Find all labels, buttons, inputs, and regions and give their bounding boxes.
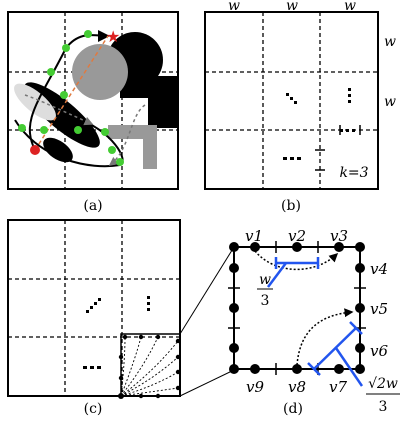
panel-c: (c) [7, 219, 181, 417]
vertex-label-v1: v1 [245, 227, 263, 245]
vertex-label-v4: v4 [370, 260, 388, 278]
fraction-sqrt2w-numerator: √2w [368, 376, 398, 392]
vertex-label-v8: v8 [288, 378, 306, 396]
panel-b-frame [204, 11, 379, 190]
fraction-sqrt2w-denominator: 3 [379, 399, 388, 415]
goal-star-icon: ★ [106, 27, 120, 46]
subdivision-marks [283, 88, 355, 160]
fraction-w-denominator: 3 [261, 293, 270, 309]
edge-ticks [228, 241, 366, 375]
boundary-ticks [315, 125, 361, 171]
k-label: k=3 [339, 165, 368, 181]
vertex-label-v2: v2 [288, 227, 306, 245]
panel-d-frame [233, 246, 361, 370]
caption-b: (b) [281, 198, 301, 214]
vertex-label-v9: v9 [246, 378, 264, 396]
zoom-connector-top [179, 246, 235, 335]
arc-v8-v5 [296, 308, 354, 366]
fraction-w-numerator: w [259, 272, 271, 288]
panel-b: w w w w w k=3 (b) [204, 0, 396, 214]
panel-d: v1 v2 v3 v4 v5 v6 v7 v8 v9 w 3 √2w 3 (d) [228, 227, 400, 417]
vertex-label-v3: v3 [330, 227, 348, 245]
caption-a: (a) [83, 198, 102, 214]
arc-v1-v3 [254, 250, 339, 271]
trajectory-path [28, 29, 110, 151]
w-label-top-3: w [344, 0, 356, 14]
w-label-top-2: w [286, 0, 298, 14]
w-label-right-1: w [384, 34, 396, 50]
gray-dashed-path [108, 104, 146, 166]
w-label-right-2: w [384, 94, 396, 110]
caption-c: (c) [84, 401, 103, 417]
panel-a: ★ (a) [7, 11, 179, 214]
panel-c-marks [83, 296, 150, 369]
panel-c-grid [8, 220, 180, 396]
vertex-dots [229, 242, 365, 374]
caption-d: (d) [283, 401, 303, 417]
zoom-connector-bottom [179, 369, 235, 397]
panel-c-frame [7, 219, 181, 397]
w-label-top-1: w [228, 0, 240, 14]
blue-dimensions [267, 257, 364, 387]
start-point [30, 145, 40, 155]
zoom-cell-fan [118, 334, 181, 399]
zoom-cell [120, 333, 181, 397]
vertex-label-v7: v7 [329, 378, 347, 396]
panel-b-grid [205, 12, 378, 189]
vertex-label-v5: v5 [370, 300, 388, 318]
waypoints [18, 30, 124, 166]
vertex-label-v6: v6 [370, 342, 388, 360]
